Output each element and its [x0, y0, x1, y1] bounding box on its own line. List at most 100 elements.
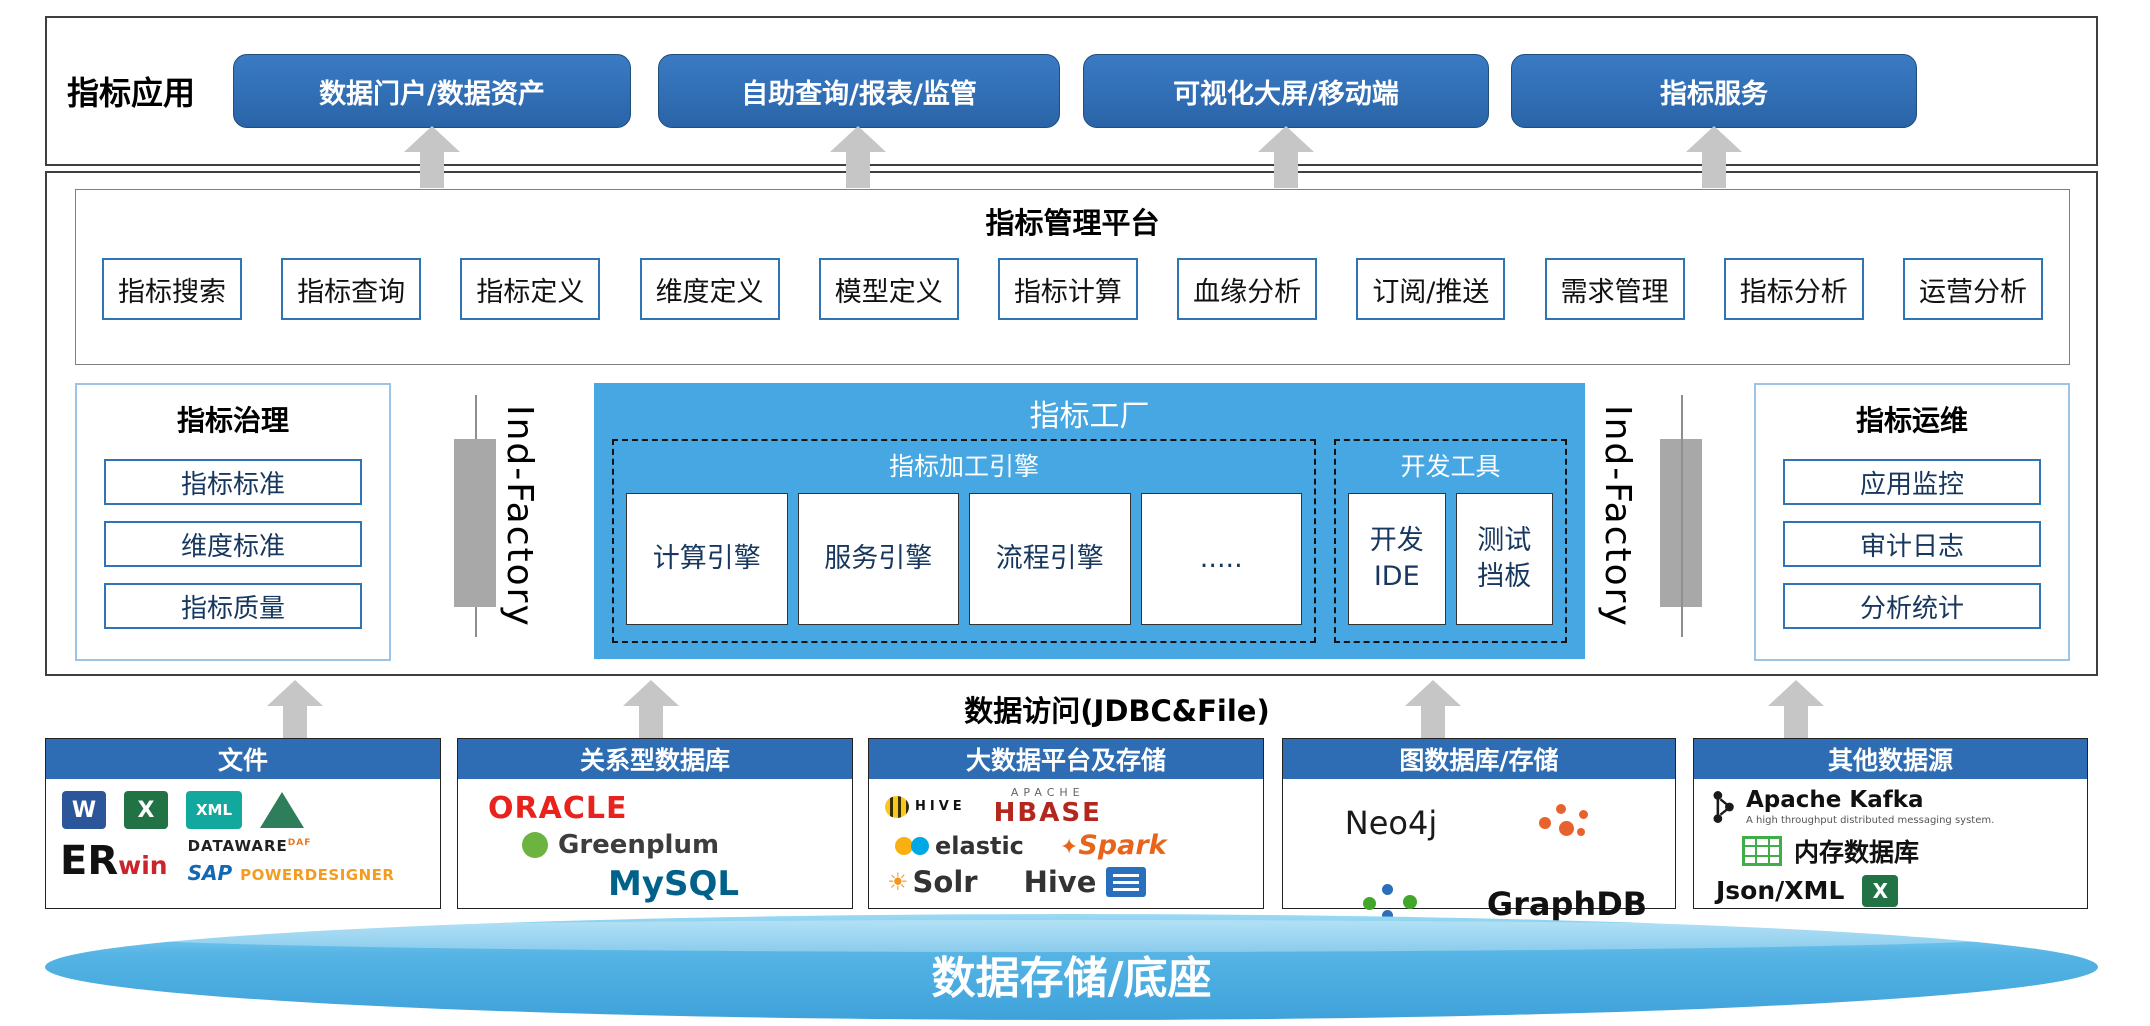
neo4j-logo: Neo4j [1344, 804, 1438, 843]
word-icon: W [62, 791, 106, 829]
ind-factory-rail-label: Ind-Factory [499, 405, 540, 628]
ind-factory-rail-label: Ind-Factory [1597, 405, 1638, 628]
elastic-logo: elastic [895, 832, 1024, 860]
platform-feature-box: 维度定义 [639, 258, 780, 320]
hive-text-logo: Hive [1024, 865, 1147, 899]
storage-base-label: 数据存储/底座 [931, 953, 1212, 1004]
devtools-title: 开发工具 [1400, 452, 1501, 481]
platform-feature-box: 订阅/推送 [1356, 258, 1506, 320]
devtool-line: IDE [1373, 561, 1420, 592]
source-box-bigdata: 大数据平台及存储 HIVE APACHE HBASE elastic ✦Spa [868, 738, 1264, 909]
kafka-icon [1713, 790, 1734, 823]
bigdata-row-1: HIVE APACHE HBASE [869, 779, 1263, 826]
platform-title: 指标管理平台 [985, 206, 1160, 240]
devtools-row: 开发 IDE 测试 挡板 [1348, 493, 1553, 625]
app-layer-title: 指标应用 [67, 74, 196, 112]
excel-icon: X [1862, 874, 1899, 907]
source-box-files: 文件 W X XML ERwin DATAWAREDAF SAP POWERDE… [45, 738, 441, 909]
arrow-head [1405, 680, 1461, 706]
memory-grid-icon [1742, 835, 1782, 866]
greenplum-text: Greenplum [558, 830, 720, 860]
arrow-head [267, 680, 323, 706]
spark-text: Spark [1078, 830, 1167, 861]
engine-box: ..... [1140, 493, 1302, 625]
engine-group-title: 指标加工引擎 [888, 452, 1039, 481]
up-arrow-icon [830, 126, 886, 188]
spark-logo: ✦Spark [1060, 830, 1167, 861]
erwin-logo: ERwin [60, 838, 168, 884]
platform-feature-row: 指标搜索 指标查询 指标定义 维度定义 模型定义 指标计算 血缘分析 订阅/推送… [102, 258, 2043, 320]
powerdesigner-logo: POWERDESIGNER [240, 866, 395, 884]
kafka-text: Apache Kafka [1746, 787, 1924, 813]
erwin-win-text: win [118, 851, 168, 880]
app-button-metric-service: 指标服务 [1511, 54, 1917, 128]
factory-title: 指标工厂 [1029, 399, 1150, 434]
hbase-text: HBASE [993, 798, 1102, 828]
greenplum-logo: Greenplum [522, 830, 852, 860]
up-arrow-icon [623, 680, 679, 738]
source-box-title: 大数据平台及存储 [869, 739, 1263, 779]
source-box-others: 其他数据源 Apache Kafka A high throughput dis… [1693, 738, 2088, 909]
arrow-stem [846, 152, 870, 188]
kafka-logo: Apache Kafka A high throughput distribut… [1746, 787, 1994, 827]
bigdata-row-2: elastic ✦Spark [869, 826, 1263, 861]
oracle-logo: ORACLE [488, 791, 628, 826]
dataware-logo: DATAWAREDAF [188, 837, 395, 855]
arrow-stem [1274, 152, 1298, 188]
source-box-title: 图数据库/存储 [1283, 739, 1675, 779]
platform-feature-box: 血缘分析 [1177, 258, 1318, 320]
data-access-label: 数据访问(JDBC&File) [964, 694, 1270, 728]
graphdb-logo: GraphDB [1486, 884, 1648, 923]
up-arrow-icon [267, 680, 323, 738]
apache-label: APACHE [1010, 786, 1085, 799]
arrow-stem [283, 706, 307, 738]
storage-base: 数据存储/底座 [45, 914, 2098, 1020]
up-arrow-icon [1768, 680, 1824, 738]
devtool-box: 开发 IDE [1348, 493, 1446, 625]
molecule-icon [1363, 883, 1419, 924]
arrow-head [830, 126, 886, 152]
sun-icon: ☀ [887, 868, 909, 896]
arrow-stem [1784, 706, 1808, 738]
bigdata-row-3: ☀ Solr Hive [869, 861, 1263, 899]
source-box-body: HIVE APACHE HBASE elastic ✦Spark ☀ Sol [869, 779, 1263, 908]
dataware-sup-text: DAF [287, 838, 312, 848]
arrow-head [1258, 126, 1314, 152]
platform-feature-box: 指标分析 [1723, 258, 1864, 320]
hbase-logo: APACHE HBASE [994, 787, 1102, 826]
up-arrow-icon [404, 126, 460, 188]
arrow-head [1686, 126, 1742, 152]
arrow-stem [1702, 152, 1726, 188]
app-button-data-portal: 数据门户/数据资产 [233, 54, 631, 128]
devtool-box: 测试 挡板 [1455, 493, 1553, 625]
arrow-head [1768, 680, 1824, 706]
engine-box: 流程引擎 [969, 493, 1131, 625]
devtool-line: 开发 [1369, 524, 1424, 556]
solr-text: Solr [912, 865, 978, 899]
up-arrow-icon [1405, 680, 1461, 738]
platform-feature-box: 指标计算 [997, 258, 1138, 320]
arrow-stem [420, 152, 444, 188]
sap-powerdesigner-logo: SAP POWERDESIGNER [188, 861, 395, 885]
arrow-stem [1421, 706, 1445, 738]
ops-title: 指标运维 [1855, 404, 1968, 437]
source-box-relational: 关系型数据库 ORACLE Greenplum MySQL [457, 738, 853, 909]
rail-line [1681, 395, 1683, 637]
source-box-title: 其他数据源 [1694, 739, 2087, 779]
elastic-icon [911, 836, 929, 855]
kafka-row: Apache Kafka A high throughput distribut… [1694, 779, 2087, 827]
ops-item: 分析统计 [1783, 583, 2041, 629]
platform-feature-box: 指标定义 [460, 258, 601, 320]
spark-star-icon: ✦ [1059, 835, 1079, 860]
governance-panel: 指标治理 指标标准 维度标准 指标质量 [75, 383, 391, 661]
engine-box: 计算引擎 [626, 493, 788, 625]
solr-logo: ☀ Solr [887, 865, 978, 899]
graphdb-cluster-icon [1539, 802, 1595, 844]
devtools-group: 开发工具 开发 IDE 测试 挡板 [1334, 439, 1567, 643]
ops-item: 应用监控 [1783, 459, 2041, 505]
governance-title: 指标治理 [176, 404, 289, 437]
engine-box: 服务引擎 [797, 493, 959, 625]
app-button-visual-screen: 可视化大屏/移动端 [1083, 54, 1489, 128]
engine-row: 计算引擎 服务引擎 流程引擎 ..... [626, 493, 1302, 625]
source-box-title: 关系型数据库 [458, 739, 852, 779]
